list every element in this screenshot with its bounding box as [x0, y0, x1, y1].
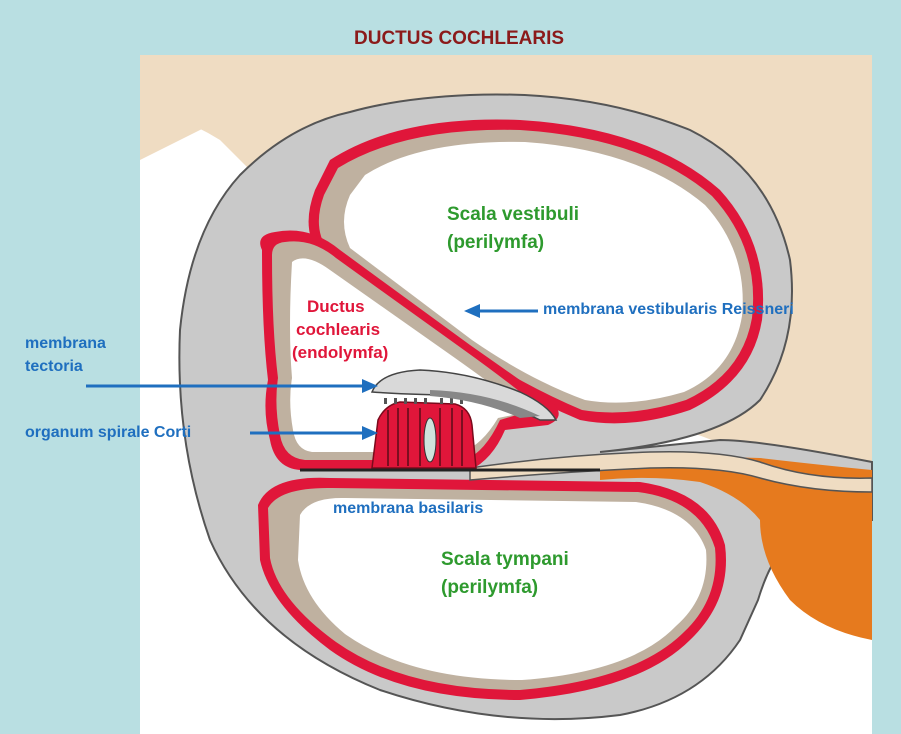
label-ductus-line2: cochlearis — [296, 320, 380, 340]
label-organum-corti: organum spirale Corti — [25, 423, 191, 442]
label-membrana-tectoria-line1: membrana — [25, 334, 106, 353]
tunnel-of-corti — [424, 418, 436, 462]
label-scala-vestibuli: Scala vestibuli — [447, 204, 579, 227]
label-ductus-line1: Ductus — [307, 297, 365, 317]
label-membrana-tectoria-line2: tectoria — [25, 357, 83, 376]
diagram-title: DUCTUS COCHLEARIS — [354, 28, 564, 51]
label-scala-tympani-sub: (perilymfa) — [441, 577, 538, 600]
label-scala-tympani: Scala tympani — [441, 549, 569, 572]
label-scala-vestibuli-sub: (perilymfa) — [447, 232, 544, 255]
label-membrana-vestibularis: membrana vestibularis Reissneri — [543, 300, 794, 319]
label-membrana-basilaris: membrana basilaris — [333, 499, 483, 518]
label-ductus-line3: (endolymfa) — [292, 343, 388, 363]
